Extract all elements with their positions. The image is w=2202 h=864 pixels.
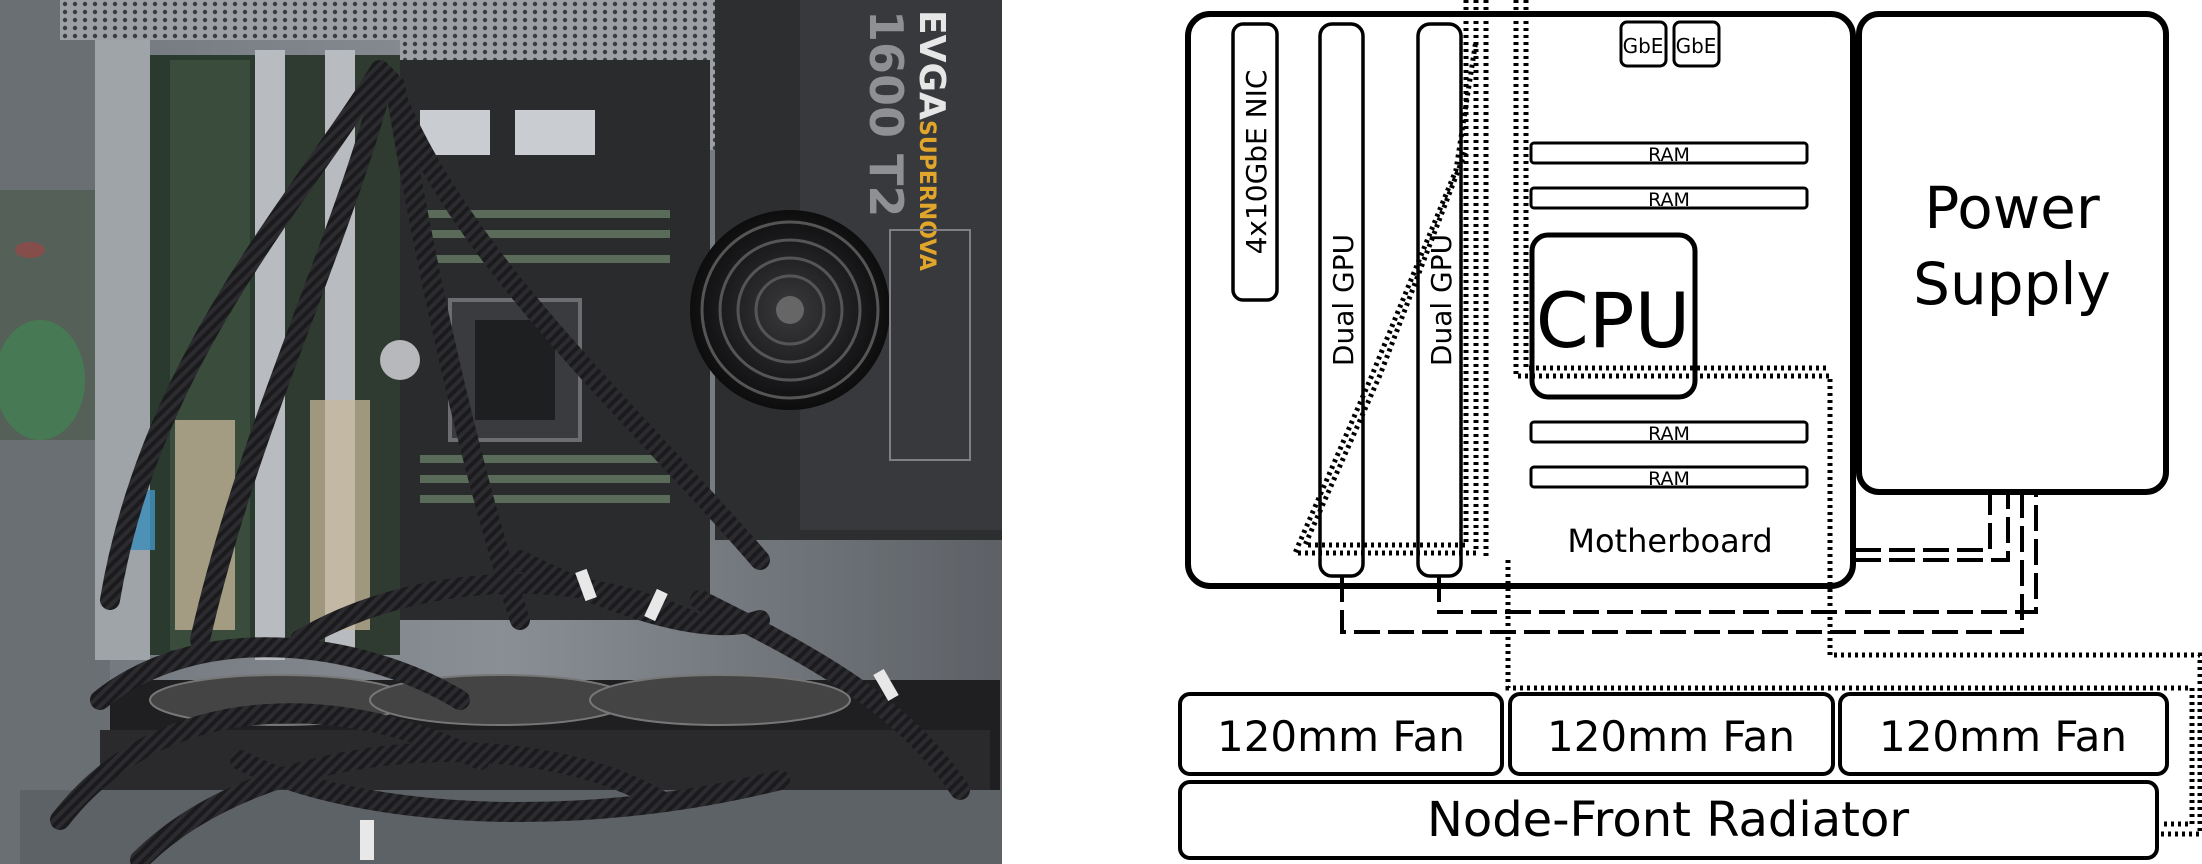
power-supply-box bbox=[1856, 11, 2169, 495]
fan-box-1 bbox=[1178, 692, 1504, 776]
power-cables bbox=[1340, 492, 2038, 634]
psu-model-text: 1600 T2 bbox=[859, 10, 913, 217]
ram-slot-4 bbox=[1529, 465, 1809, 489]
server-interior-photo: EVGA SUPERNOVA 1600 T2 bbox=[0, 0, 1002, 864]
motherboard-box bbox=[1185, 11, 1856, 589]
power-supply-label-line2: Supply bbox=[1913, 250, 2111, 318]
nic-card bbox=[1231, 22, 1279, 302]
cpu-box bbox=[1529, 232, 1698, 400]
gbe-label-2: GbE bbox=[1676, 34, 1717, 58]
power-supply-label-line1: Power bbox=[1924, 174, 2100, 242]
motherboard-label: Motherboard bbox=[1567, 522, 1772, 560]
gbe-port-1 bbox=[1619, 20, 1668, 68]
fan-box-2 bbox=[1508, 692, 1835, 776]
fan-label-1: 120mm Fan bbox=[1217, 712, 1465, 761]
server-layout-diagram: 4x10GbE NIC Dual GPU Dual GPU GbE GbE RA… bbox=[1178, 0, 2202, 860]
fan-label-3: 120mm Fan bbox=[1879, 712, 2127, 761]
ram-slot-1 bbox=[1529, 141, 1809, 165]
coolant-loop bbox=[1291, 0, 2202, 837]
gbe-port-2 bbox=[1672, 20, 1721, 68]
gbe-label-1: GbE bbox=[1623, 34, 1664, 58]
fan-label-2: 120mm Fan bbox=[1547, 712, 1795, 761]
ram-slot-2 bbox=[1529, 186, 1809, 210]
ram-label-1: RAM bbox=[1648, 144, 1690, 166]
psu-brand-text: EVGA bbox=[911, 10, 952, 120]
ram-label-2: RAM bbox=[1648, 189, 1690, 211]
radiator-label: Node-Front Radiator bbox=[1427, 792, 1909, 848]
fan-box-3 bbox=[1838, 692, 2169, 776]
ram-label-4: RAM bbox=[1648, 468, 1690, 490]
psu-series-text: SUPERNOVA bbox=[914, 120, 939, 271]
nic-label: 4x10GbE NIC bbox=[1240, 70, 1273, 255]
ram-slot-3 bbox=[1529, 420, 1809, 444]
gpu-label-1: Dual GPU bbox=[1327, 234, 1360, 366]
radiator-box bbox=[1178, 780, 2159, 860]
ram-label-3: RAM bbox=[1648, 423, 1690, 445]
gpu-label-2: Dual GPU bbox=[1425, 234, 1458, 366]
cpu-label: CPU bbox=[1536, 276, 1691, 365]
